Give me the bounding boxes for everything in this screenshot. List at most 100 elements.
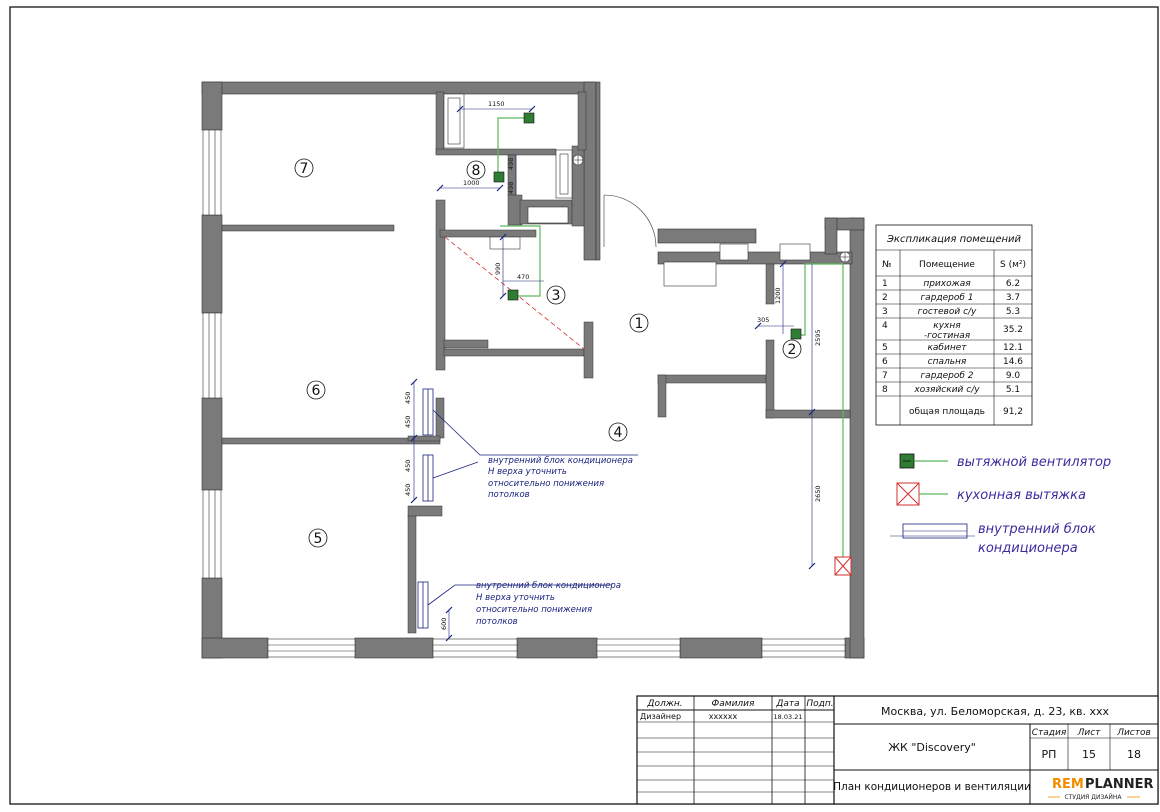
total-value: 91,2 [1003,407,1023,417]
row-number: 2 [882,293,888,303]
col-sign: Подп. [806,699,833,709]
room-area: 6.2 [1006,279,1020,289]
sheets-label: Листов [1116,728,1151,738]
row-number: 6 [882,357,888,367]
explication-row: 7 гардероб 2 9.0 [876,371,1032,383]
room-number: 8 [472,163,481,179]
note-line: потолков [488,490,530,500]
legend-ac-label-1: внутренний блок [978,522,1096,537]
note-line: Н верха уточнить [476,593,555,603]
dim-label: 990 [494,263,502,275]
ac-note-1: внутренний блок кондиционера Н верха уто… [488,456,633,500]
note-line: внутренний блок кондиционера [476,581,621,591]
row-number: 5 [882,343,888,353]
explication-row: 6 спальня 14.6 [876,357,1032,369]
dim-label: 1200 [774,287,782,304]
fan-icon [507,289,519,301]
dim-label: 450 [404,416,412,428]
legend: вытяжной вентилятор кухонная вытяжка вну… [890,453,1111,556]
row-number: 3 [882,307,888,317]
svg-text:REM: REM [1052,777,1084,792]
room-number: 3 [552,288,561,304]
room-area: 5.3 [1006,307,1020,317]
explication-row: 8 хозяйский с/у 5.1 [876,385,1032,397]
room-name: хозяйский с/у [913,385,980,395]
room-area: 14.6 [1003,357,1023,367]
row-number: 8 [882,385,888,395]
drawing-title: План кондиционеров и вентиляции [833,781,1031,793]
dimension-lines [413,108,813,638]
room-name: -гостиная [924,331,971,341]
note-line: относительно понижения [488,479,604,489]
designer-surname: хххххх [709,712,738,721]
dim-label: 450 [404,484,412,496]
remplanner-logo: REM PLANNER СТУДИЯ ДИЗАЙНА [1048,777,1154,801]
sign-date: 18.03.21 [774,713,803,721]
room-name: кабинет [927,343,967,353]
col-position: Должн. [646,699,682,709]
sheets-value: 18 [1127,748,1141,761]
room-name: кухня [933,321,961,331]
dim-label: 498 [507,182,515,194]
dim-label: 498 [507,158,515,170]
row-number: 7 [882,371,888,381]
stage-value: РП [1042,748,1057,761]
dim-label: 2650 [814,485,822,502]
kitchen-hood-icon [834,556,852,576]
room-name: гардероб 1 [920,293,973,303]
svg-text:СТУДИЯ ДИЗАЙНА: СТУДИЯ ДИЗАЙНА [1065,794,1123,801]
row-number: 1 [882,279,888,289]
exterior-walls [201,81,865,659]
note-line: Н верха уточнить [488,467,567,477]
room-area: 35.2 [1003,325,1023,335]
fan-icon [523,112,535,124]
room-number: 4 [614,425,623,441]
sheet-value: 15 [1082,748,1096,761]
dimension-labels: 1150 498 498 1000 990 470 1200 305 2595 … [404,100,822,630]
duct-lines [497,117,844,563]
dim-label: 450 [404,460,412,472]
dim-label: 470 [517,273,529,281]
legend-fan-label: вытяжной вентилятор [957,455,1111,470]
address: Москва, ул. Беломорская, д. 23, кв. ххх [881,705,1110,718]
fixtures [443,93,851,287]
legend-ac-label-2: кондиционера [978,541,1078,556]
explication-title: Экспликация помещений [886,234,1022,245]
room-number: 7 [300,161,309,177]
col-surname: Фамилия [712,699,756,709]
dim-label: 305 [757,316,769,324]
col-header: S (м²) [1000,260,1026,270]
dim-label: 2595 [814,329,822,346]
exhaust-fans [493,112,802,340]
note-line: потолков [476,617,518,627]
total-label: общая площадь [909,407,985,417]
room-name: гардероб 2 [920,371,973,381]
room-name: гостевой с/у [918,307,977,317]
room-name: спальня [928,357,967,367]
col-header: Помещение [919,260,975,270]
room-name: прихожая [923,279,971,289]
col-header: № [882,260,891,270]
dim-label: 1000 [463,179,480,187]
room-area: 5.1 [1006,385,1020,395]
room-number: 1 [635,316,644,332]
row-number: 4 [882,321,888,331]
room-number: 6 [312,383,321,399]
note-line: относительно понижения [476,605,592,615]
room-area: 9.0 [1006,371,1021,381]
sheet-frame [9,6,1159,805]
explication-table: Экспликация помещений № Помещение S (м²)… [875,224,1033,426]
explication-row: 3 гостевой с/у 5.3 [876,307,1032,319]
room-number: 2 [788,342,797,358]
dim-label: 1150 [488,100,505,108]
explication-row: 1 прихожая 6.2 [876,279,1032,291]
dimension-ticks [410,105,816,642]
windows [202,129,846,658]
dim-label: 450 [404,392,412,404]
fan-icon [790,328,802,340]
title-block: Должн. Фамилия Дата Подп. Дизайнер ххххх… [636,695,1159,805]
designer-position: Дизайнер [640,712,681,721]
